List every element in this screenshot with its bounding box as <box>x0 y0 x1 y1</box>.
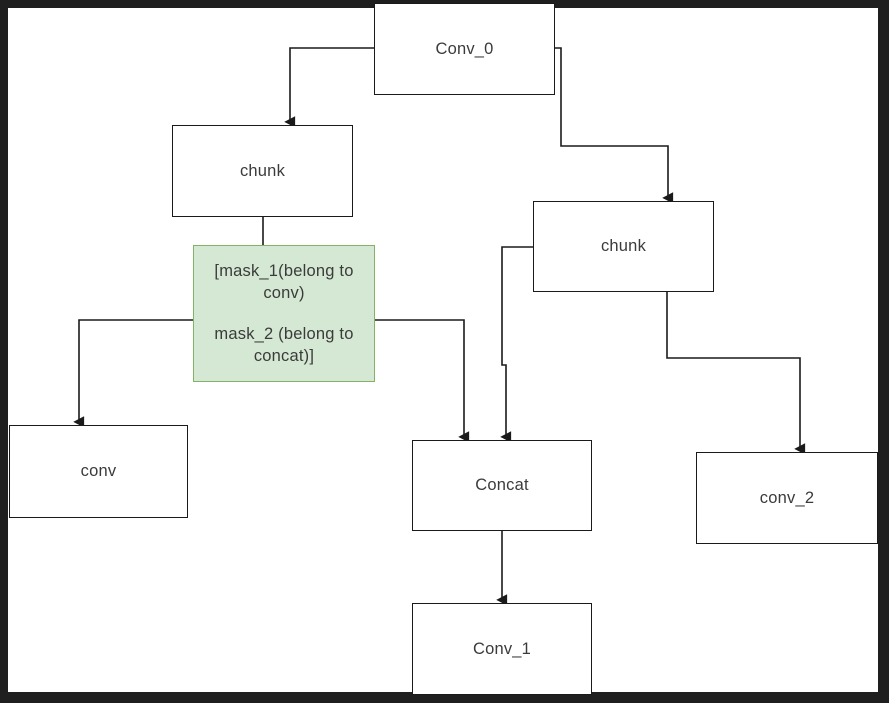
node-label-mask-line_2: conv) <box>263 284 305 303</box>
node-label-conv: conv <box>80 462 117 481</box>
node-chunk_2[interactable]: chunk <box>533 201 714 292</box>
node-label-concat: Concat <box>475 476 529 495</box>
node-conv_2[interactable]: conv_2 <box>696 452 878 544</box>
node-conv_1[interactable]: Conv_1 <box>412 603 592 695</box>
diagram-canvas[interactable] <box>8 8 878 692</box>
node-label-chunk_2: chunk <box>600 237 647 256</box>
node-chunk_1[interactable]: chunk <box>172 125 353 217</box>
node-label-conv_1: Conv_1 <box>472 639 532 658</box>
node-conv_0[interactable]: Conv_0 <box>374 3 555 95</box>
node-label-mask-line_3: mask_2 (belong to <box>214 324 354 343</box>
node-label-chunk_1: chunk <box>239 161 286 180</box>
node-conv[interactable]: conv <box>9 425 188 518</box>
node-label-conv_2: conv_2 <box>759 488 815 507</box>
node-label-mask-line_1: [mask_1(belong to <box>214 261 354 280</box>
node-mask[interactable]: [mask_1(belong to conv) mask_2 (belong to c… <box>193 245 375 382</box>
node-label-conv_0: Conv_0 <box>435 39 494 58</box>
node-label-mask-line_4: concat)] <box>253 346 315 365</box>
node-concat[interactable]: Concat <box>412 440 592 531</box>
